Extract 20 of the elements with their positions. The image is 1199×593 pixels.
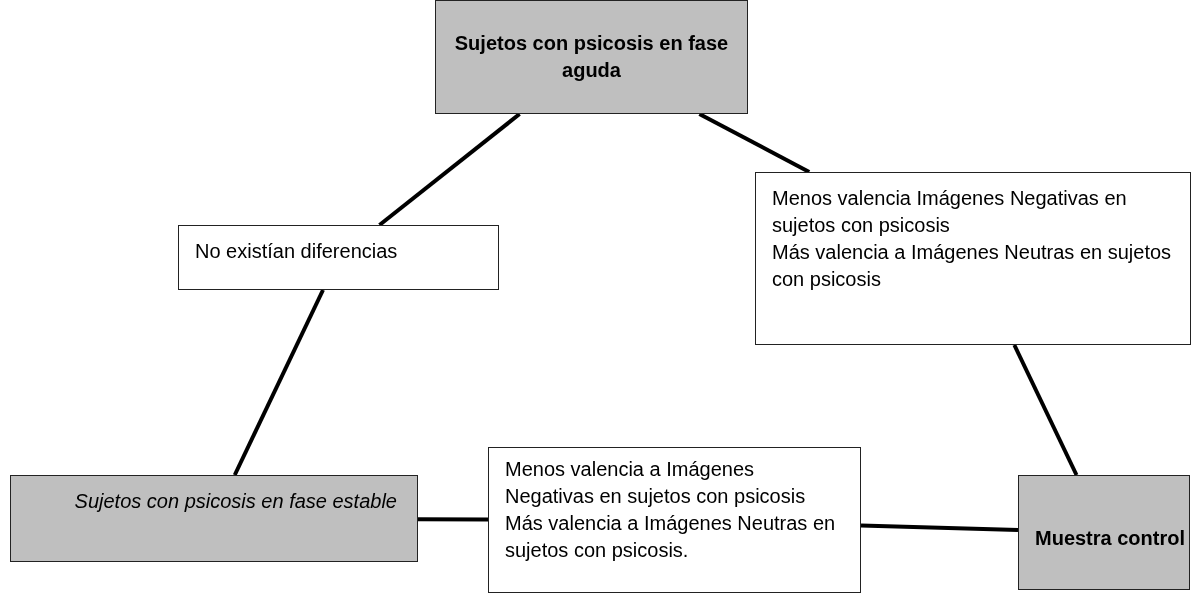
text-box bbox=[755, 172, 1191, 345]
text-box bbox=[10, 475, 418, 562]
box-text: Menos valencia Imágenes Negativas en sujetos con psicosis bbox=[772, 186, 1128, 238]
connector-line bbox=[232, 289, 325, 476]
text-box bbox=[178, 225, 499, 290]
box-text: Muestra control bbox=[1035, 526, 1186, 551]
box-text: Más valencia a Imágenes Neutras en sujetos con psicosis bbox=[772, 240, 1173, 292]
text-box bbox=[1018, 475, 1190, 590]
connector-line bbox=[698, 112, 811, 174]
connector-line bbox=[378, 112, 521, 227]
box-text: Sujetos con psicosis en fase estable bbox=[74, 489, 397, 514]
text-box bbox=[435, 0, 748, 114]
box-text: Menos valencia a Imágenes Negativas en sujetos con psicosis bbox=[505, 457, 807, 509]
box-text: No existían diferencias bbox=[195, 239, 398, 264]
text-box bbox=[488, 447, 861, 593]
box-text: Más valencia a Imágenes Neutras en sujetos con psicosis. bbox=[505, 511, 837, 563]
box-text: Sujetos con psicosis en fase aguda bbox=[453, 31, 730, 83]
connector-line bbox=[1012, 344, 1079, 476]
connector-line bbox=[418, 517, 488, 522]
connector-line bbox=[860, 523, 1019, 532]
